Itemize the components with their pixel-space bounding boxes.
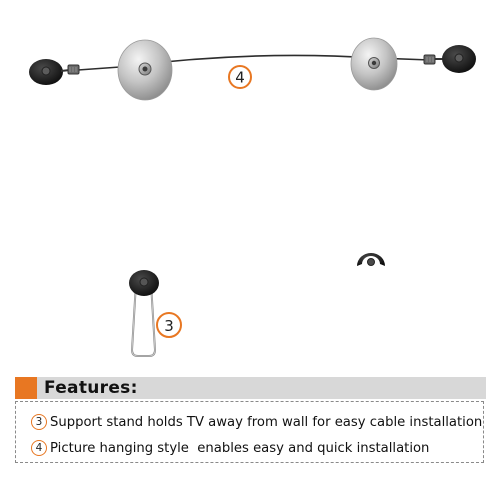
mounting-disc-icon [350, 37, 398, 91]
cable-tensioner-icon [60, 64, 80, 75]
cable-tensioner-icon [423, 54, 443, 65]
callout-cable: 4 [228, 65, 252, 89]
features-accent-bar [15, 377, 37, 399]
features-header: Features: [15, 377, 486, 399]
wall-anchor-icon [29, 59, 63, 85]
feature-number: 4 [31, 440, 47, 456]
mounting-disc-icon [117, 39, 173, 101]
svg-text:3: 3 [164, 317, 174, 335]
wall-anchor-icon [357, 253, 385, 266]
wall-anchor-icon [442, 45, 476, 73]
feature-item: 3 Support stand holds TV away from wall … [31, 414, 482, 430]
feature-number: 3 [31, 414, 47, 430]
features-title: Features: [44, 378, 138, 398]
features-list: 3 Support stand holds TV away from wall … [15, 401, 484, 463]
callout-stand: 3 [156, 312, 182, 338]
mount-illustration: 4 3 [29, 37, 476, 357]
feature-item: 4 Picture hanging style enables easy and… [31, 440, 429, 456]
svg-text:4: 4 [235, 69, 245, 87]
feature-text: Picture hanging style enables easy and q… [50, 440, 430, 456]
support-stand-icon [129, 270, 159, 357]
feature-text: Support stand holds TV away from wall fo… [50, 414, 483, 430]
